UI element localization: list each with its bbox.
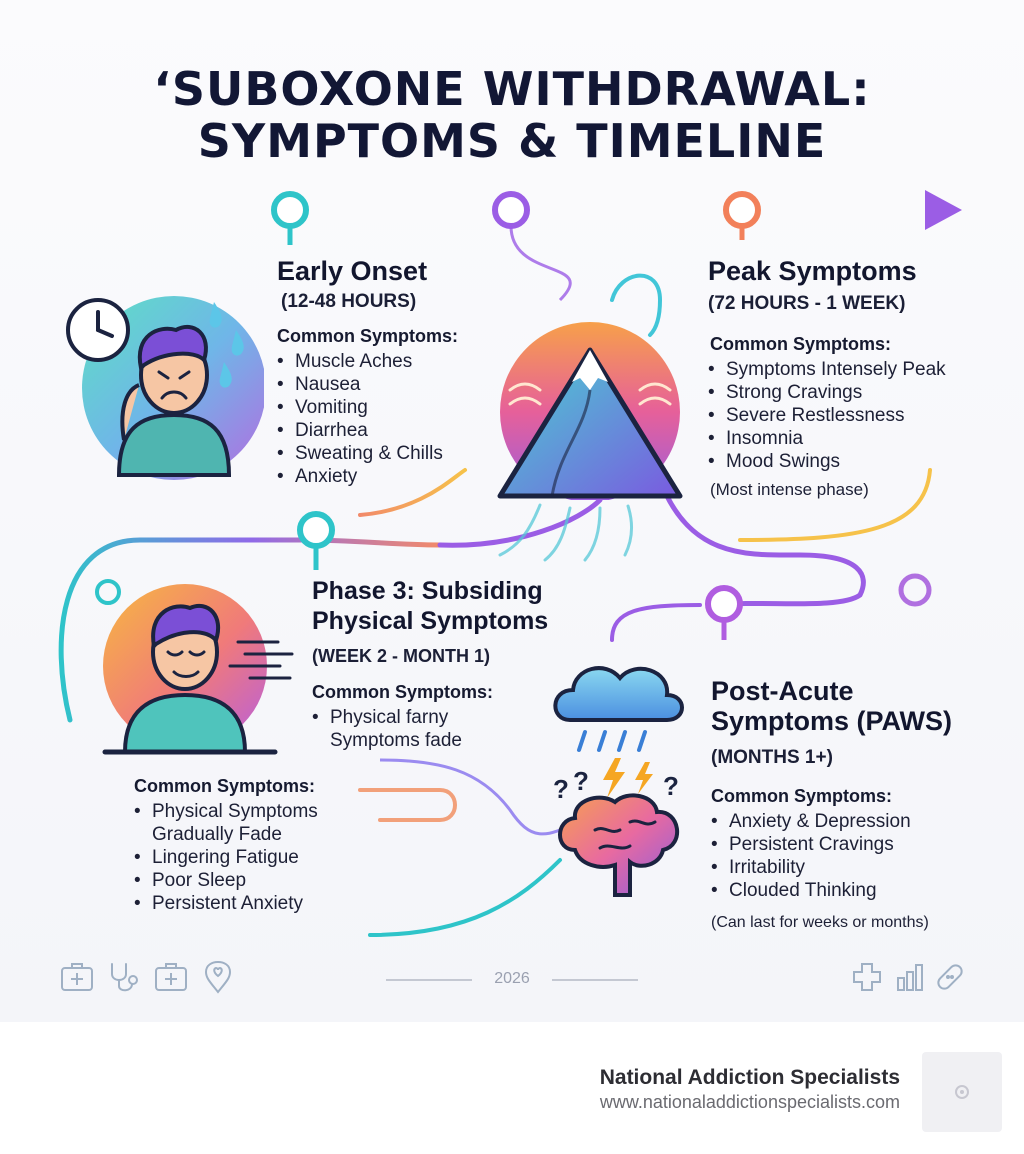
brand-logo-icon <box>955 1085 969 1099</box>
symptoms-heading: Common Symptoms: <box>312 682 494 702</box>
symptom-item: Lingering Fatigue <box>134 846 364 869</box>
phase-note: (Can last for weeks or months) <box>711 914 929 931</box>
symptoms-heading: Common Symptoms: <box>711 786 893 806</box>
phase-title-line2: Symptoms (PAWS) <box>711 706 953 736</box>
phase-early-onset: Early Onset (12-48 HOURS) Common Symptom… <box>277 256 507 488</box>
brand-url[interactable]: www.nationaladdictionspecialists.com <box>599 1092 900 1112</box>
phase-timeframe: (12-48 HOURS) <box>281 291 417 312</box>
symptom-list: Anxiety & Depression Persistent Cravings… <box>711 810 1011 902</box>
symptom-item: Severe Restlessness <box>708 404 1008 427</box>
symptom-item: Physical Symptoms Gradually Fade <box>134 800 364 846</box>
stethoscope-icon <box>111 963 138 992</box>
phase-post-acute: Post-Acute Symptoms (PAWS) (MONTHS 1+) C… <box>711 676 1011 934</box>
first-aid-box-icon <box>155 963 187 991</box>
mountain-peak-illustration <box>497 322 683 500</box>
svg-text:?: ? <box>573 766 589 796</box>
symptom-item: Clouded Thinking <box>711 879 1011 902</box>
symptom-item: Anxiety & Depression <box>711 810 1011 833</box>
timeline-arrowhead <box>925 190 962 230</box>
footer-left-icons <box>61 960 232 994</box>
phase-peak-symptoms: Peak Symptoms (72 HOURS - 1 WEEK) Common… <box>708 256 1008 501</box>
symptom-item: Insomnia <box>708 427 1008 450</box>
timeline-node-2 <box>492 191 572 302</box>
sweating-person-illustration <box>66 296 264 480</box>
symptom-list: Physical farny Symptoms fade <box>312 706 502 752</box>
location-heart-icon <box>204 960 232 994</box>
symptom-item: Symptoms Intensely Peak <box>708 358 1008 381</box>
symptom-list: Muscle Aches Nausea Vomiting Diarrhea Sw… <box>277 350 507 488</box>
symptom-item: Mood Swings <box>708 450 1008 473</box>
infographic-canvas: ‘SUBOXONE WITHDRAWAL: SYMPTOMS & TIMELIN… <box>0 0 1024 1022</box>
timeline-graphics <box>58 190 962 981</box>
footer-right-icons <box>853 963 963 991</box>
phase-title-line2: Physical Symptoms <box>312 607 549 635</box>
phase-timeframe: (WEEK 2 - MONTH 1) <box>312 646 490 666</box>
symptoms-heading: Common Symptoms: <box>277 326 459 346</box>
bar-chart-icon <box>897 964 923 991</box>
symptom-item: Irritability <box>711 856 1011 879</box>
symptom-item: Sweating & Chills <box>277 442 507 465</box>
symptoms-heading: Common Symptoms: <box>710 334 892 354</box>
symptom-list: Symptoms Intensely Peak Strong Cravings … <box>708 358 1008 473</box>
cloud-brain-illustration: ? ? ? <box>553 666 684 897</box>
phase-timeframe: (MONTHS 1+) <box>711 747 833 768</box>
plus-cross-icon <box>853 963 881 991</box>
brand-name: National Addiction Specialists <box>599 1066 900 1089</box>
footer-year: 2026 <box>494 970 530 987</box>
timeline-node-5 <box>705 585 743 640</box>
bandage-icon <box>937 964 963 990</box>
symptom-item: Persistent Cravings <box>711 833 1011 856</box>
symptom-item: Nausea <box>277 373 507 396</box>
medical-kit-icon <box>61 963 93 991</box>
symptom-item: Anxiety <box>277 465 507 488</box>
timeline-node-3 <box>723 191 761 240</box>
symptom-item: Persistent Anxiety <box>134 892 364 915</box>
symptom-item: Physical farny Symptoms fade <box>312 706 502 752</box>
timeline-node-4 <box>297 511 335 570</box>
page-title-line1: ‘SUBOXONE WITHDRAWAL: <box>153 62 871 116</box>
symptom-item: Diarrhea <box>277 419 507 442</box>
symptom-list: Physical Symptoms Gradually Fade Lingeri… <box>134 800 364 915</box>
phase-title-line1: Post-Acute <box>711 676 854 706</box>
calm-person-illustration <box>102 584 294 755</box>
phase-note: (Most intense phase) <box>710 480 869 499</box>
svg-text:?: ? <box>553 774 569 804</box>
brand-logo <box>922 1052 1002 1132</box>
symptom-item: Muscle Aches <box>277 350 507 373</box>
symptom-item: Vomiting <box>277 396 507 419</box>
phase-title-line1: Phase 3: Subsiding <box>312 577 543 605</box>
phase-subsiding-physical: Phase 3: Subsiding Physical Symptoms (WE… <box>312 576 602 752</box>
page-title-line2: SYMPTOMS & TIMELINE <box>197 114 827 168</box>
phase-title: Early Onset <box>277 256 428 286</box>
phase-timeframe: (72 HOURS - 1 WEEK) <box>708 293 906 314</box>
svg-text:?: ? <box>663 771 679 801</box>
timeline-node-1 <box>271 191 309 245</box>
phase-title: Peak Symptoms <box>708 256 917 286</box>
symptom-item: Strong Cravings <box>708 381 1008 404</box>
symptom-item: Poor Sleep <box>134 869 364 892</box>
symptoms-heading: Common Symptoms: <box>134 776 316 796</box>
phase-subsiding-detail: Common Symptoms: Physical Symptoms Gradu… <box>134 774 364 915</box>
